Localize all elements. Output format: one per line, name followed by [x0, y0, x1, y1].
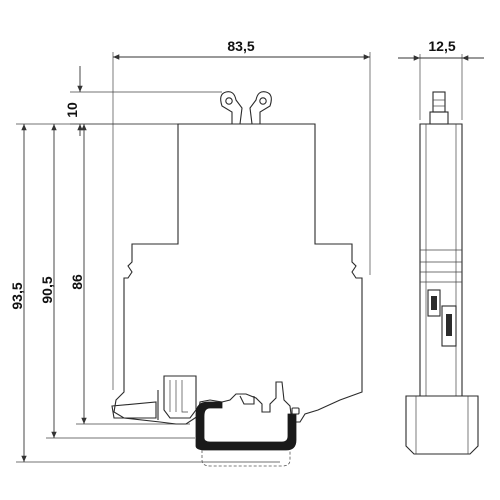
dimension-height-86: 86 [69, 124, 190, 425]
dimension-label-90-5: 90,5 [39, 276, 55, 303]
front-view: 83,5 10 93,5 90,5 86 [9, 38, 371, 467]
dimension-width-83-5: 83,5 [112, 38, 371, 390]
dimension-label-10: 10 [64, 102, 80, 118]
dimension-height-10: 10 [64, 66, 222, 136]
dimension-label-86: 86 [69, 274, 85, 290]
side-foot [405, 395, 479, 455]
side-view: 12,5 [398, 38, 484, 455]
dimension-label-side-width: 12,5 [428, 38, 455, 54]
din-rail-dashed [201, 450, 291, 467]
latch-detail [111, 375, 197, 420]
din-rail-profile [195, 401, 297, 451]
dimension-height-93-5: 93,5 [9, 123, 280, 463]
dimension-width-12-5: 12,5 [398, 38, 484, 120]
housing-outline [113, 123, 363, 425]
dimension-height-90-5: 90,5 [39, 124, 195, 439]
dimension-label-width: 83,5 [227, 38, 254, 54]
spring-clip [239, 395, 300, 415]
dimension-label-93-5: 93,5 [9, 282, 25, 309]
side-latch-windows [427, 289, 457, 347]
screw-terminals [220, 91, 272, 125]
side-screw-head [429, 91, 449, 125]
